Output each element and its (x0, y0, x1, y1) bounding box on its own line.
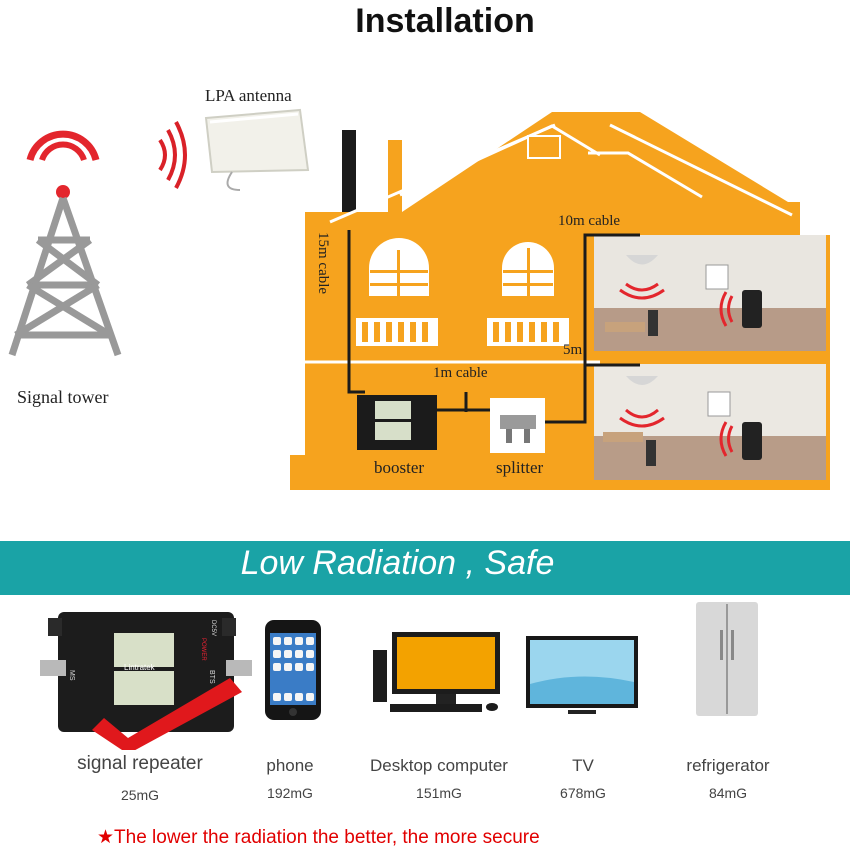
item-label-desktop-computer: Desktop computer (370, 756, 508, 775)
cable-10m-label: 10m cable (558, 213, 621, 229)
signal-tower-icon (8, 130, 122, 357)
svg-text:DC5V: DC5V (210, 620, 216, 636)
footnote: ★The lower the radiation the better, the… (97, 827, 540, 848)
item-value-signal-repeater: 25mG (120, 787, 160, 803)
antenna-mast (342, 130, 356, 230)
desktop-computer-icon (373, 632, 500, 712)
svg-text:POWER: POWER (200, 638, 206, 661)
cable-15m-label: 15m cable (315, 232, 331, 295)
tv-icon (526, 636, 638, 714)
splitter-icon (490, 398, 545, 453)
item-label-phone: phone (266, 756, 314, 775)
checkmark-icon (92, 678, 242, 750)
radiation-banner (0, 541, 850, 595)
booster-device-icon (357, 395, 437, 450)
item-value-refrigerator: 84mG (708, 785, 748, 801)
cable-1m-label: 1m cable (433, 365, 488, 381)
banner-title: Low Radiation , Safe (240, 544, 555, 582)
splitter-label: splitter (496, 458, 544, 477)
item-label-signal-repeater: signal repeater (77, 753, 203, 774)
item-label-refrigerator: refrigerator (686, 756, 770, 775)
item-value-desktop-computer: 151mG (416, 785, 462, 801)
cable-5m-label: 5m (563, 342, 583, 358)
tower-label: Signal tower (17, 387, 109, 407)
signal-repeater-icon: Lintratek MS BTS POWER DC5V (40, 612, 252, 750)
phone-icon (265, 620, 321, 720)
products-row: Lintratek MS BTS POWER DC5V (40, 602, 758, 750)
signal-waves-icon (158, 121, 187, 189)
cables (347, 230, 640, 424)
svg-text:BTS: BTS (208, 670, 215, 684)
room-upper (594, 235, 826, 351)
refrigerator-icon (696, 602, 758, 716)
antenna-label: LPA antenna (205, 86, 292, 105)
lpa-antenna-icon (204, 108, 310, 191)
room-signal-waves (619, 282, 734, 457)
page-title: Installation (355, 2, 535, 40)
repeater-brand: Lintratek (124, 663, 156, 672)
item-label-tv: TV (572, 756, 594, 775)
svg-text:MS: MS (68, 670, 75, 681)
item-value-phone: 192mG (267, 785, 313, 801)
room-lower (594, 364, 826, 480)
item-value-tv: 678mG (560, 785, 606, 801)
installation-diagram (8, 108, 830, 490)
booster-label: booster (374, 458, 425, 477)
